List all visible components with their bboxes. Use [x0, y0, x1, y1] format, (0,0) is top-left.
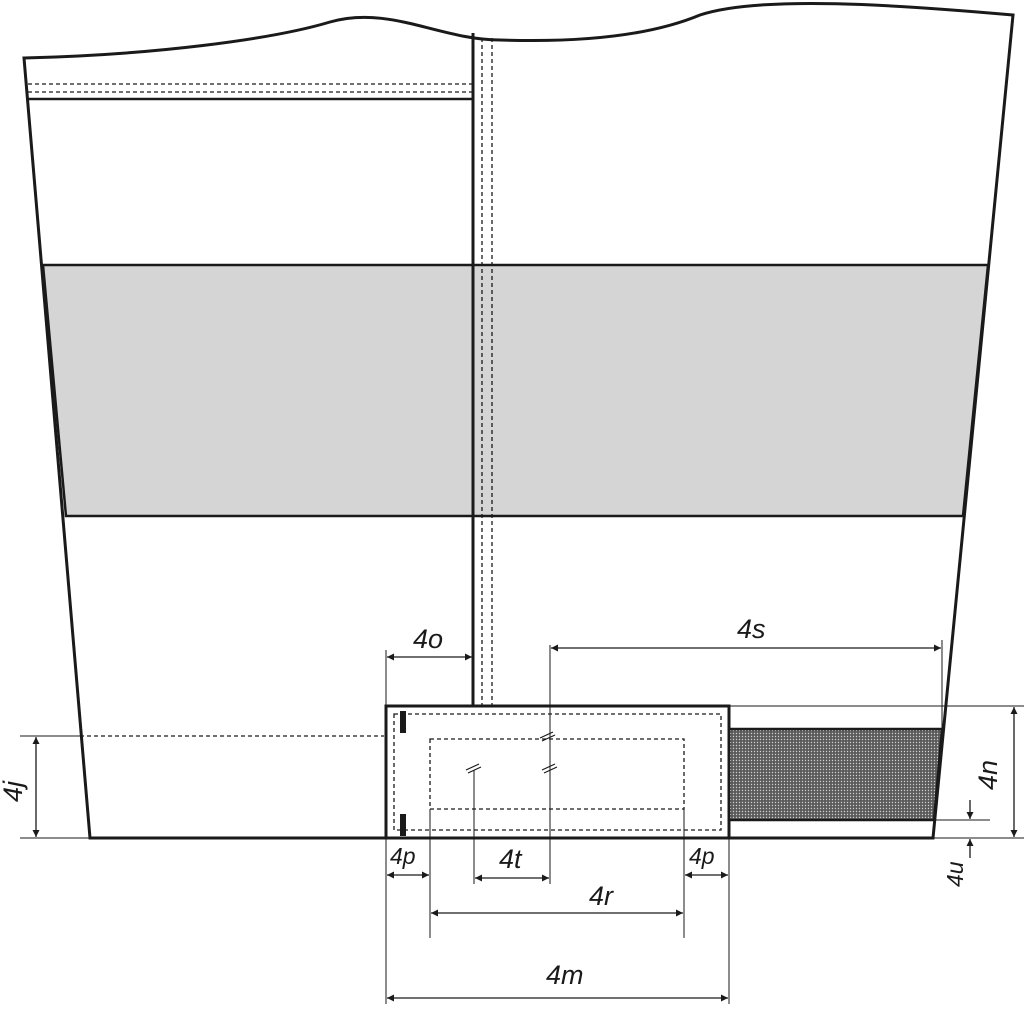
mesh-tape — [727, 727, 944, 822]
label-4s: 4s — [737, 614, 766, 644]
pocket-stitch-outer — [393, 713, 722, 831]
dimension-lines — [32, 644, 1018, 1002]
extension-lines — [20, 640, 1024, 1004]
bartack-bottom — [400, 814, 406, 836]
label-4n: 4n — [973, 760, 1003, 790]
label-4u: 4u — [942, 861, 968, 887]
label-4j: 4j — [0, 780, 28, 802]
label-4m: 4m — [546, 960, 584, 990]
label-4p-right: 4p — [689, 843, 715, 869]
label-4p-left: 4p — [390, 843, 416, 869]
pocket-outer — [384, 704, 731, 840]
grey-band — [41, 263, 990, 518]
label-4r: 4r — [589, 881, 614, 911]
bartack-top — [400, 711, 406, 733]
label-4o: 4o — [413, 624, 443, 654]
label-4t: 4t — [499, 844, 523, 874]
pocket-inner — [429, 738, 685, 810]
